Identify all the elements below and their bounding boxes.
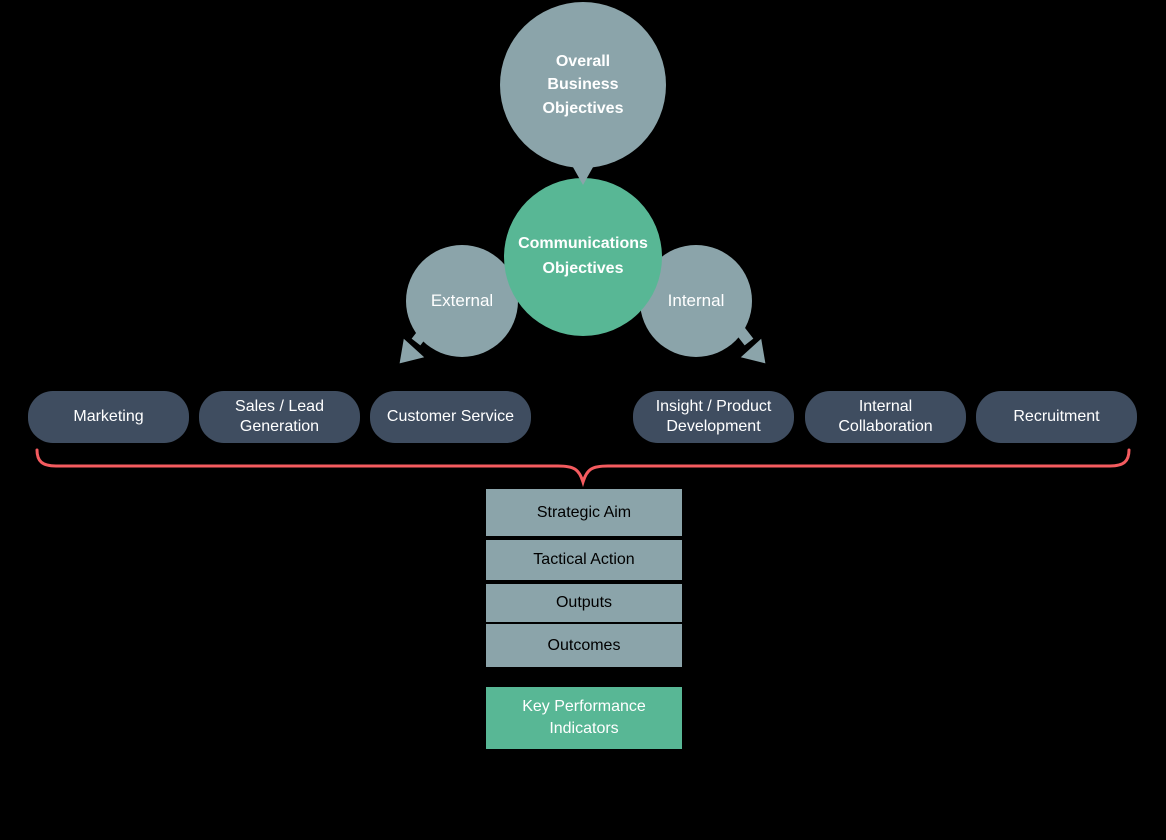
external-flow-arrow-icon: [399, 311, 442, 364]
channel-label: Internal Collaboration: [838, 398, 933, 435]
ladder-outputs: Outputs: [486, 584, 682, 622]
ladder-label: Outcomes: [547, 636, 621, 654]
internal-label: Internal: [667, 290, 725, 310]
channel-sales-lead-generation: Sales / Lead Generation: [199, 391, 360, 443]
channel-label: Insight / Product Development: [655, 398, 772, 435]
grouping-brace: [35, 448, 1131, 488]
external-label: External: [430, 290, 494, 310]
ladder-outcomes: Outcomes: [486, 624, 682, 667]
bubble-tail-pointer: [569, 160, 597, 185]
channel-label: Marketing: [73, 408, 144, 425]
overall-business-objectives-label: Overall Business Objectives: [542, 53, 624, 117]
channel-label: Recruitment: [1013, 408, 1100, 425]
channel-customer-service: Customer Service: [370, 391, 531, 443]
channel-internal-collaboration: Internal Collaboration: [805, 391, 966, 443]
channel-label: Customer Service: [386, 408, 515, 425]
channel-marketing: Marketing: [28, 391, 189, 443]
ladder-label: Tactical Action: [533, 551, 635, 568]
ladder-tactical-action: Tactical Action: [486, 540, 682, 580]
key-performance-indicators-box: Key Performance Indicators: [486, 687, 682, 749]
channel-insight-product-development: Insight / Product Development: [633, 391, 794, 443]
communications-objectives-label: Communications Objectives: [518, 235, 648, 277]
ladder-label: Outputs: [555, 594, 613, 611]
ladder-strategic-aim: Strategic Aim: [486, 489, 682, 536]
internal-flow-arrow-icon: [723, 311, 766, 364]
communications-objectives-bubble: Communications Objectives: [504, 178, 662, 336]
channel-label: Sales / Lead Generation: [235, 398, 324, 435]
channel-recruitment: Recruitment: [976, 391, 1137, 443]
ladder-label: Strategic Aim: [536, 503, 632, 521]
kpi-label: Key Performance Indicators: [522, 697, 646, 737]
overall-business-objectives-bubble: Overall Business Objectives: [500, 2, 666, 168]
